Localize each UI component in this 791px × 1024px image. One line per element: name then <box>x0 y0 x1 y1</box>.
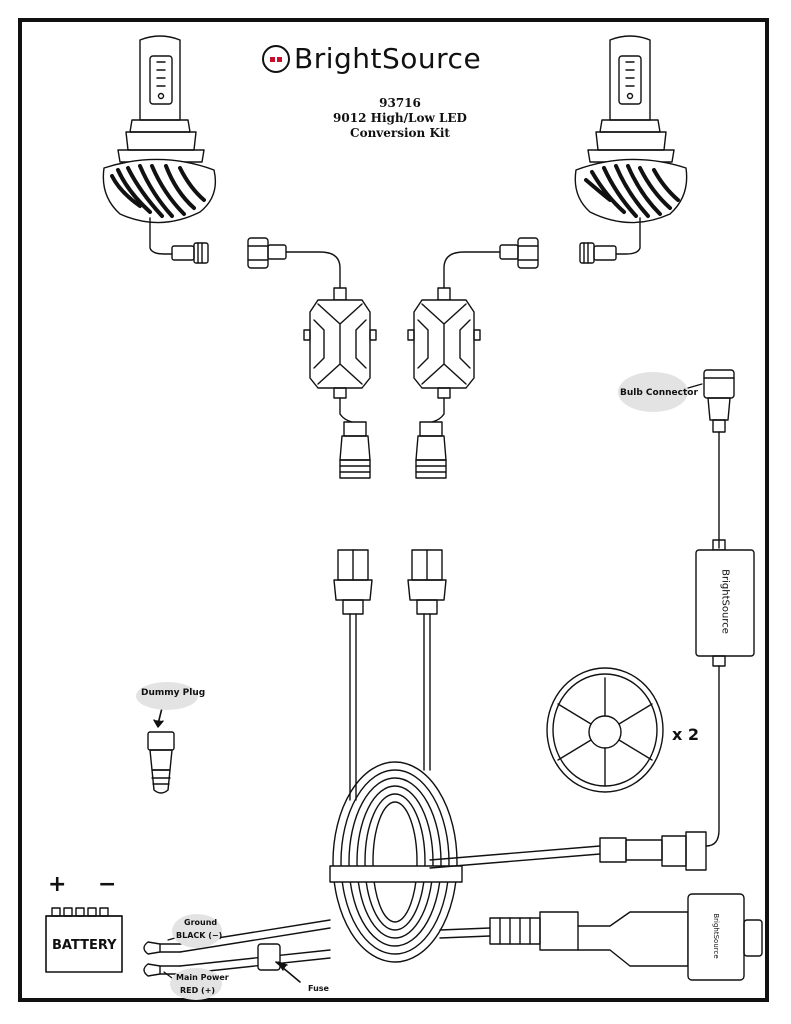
product-line-1: 9012 High/Low LED <box>333 111 467 125</box>
part-number: 93716 <box>379 96 421 110</box>
main-power-label: Main Power <box>176 973 229 982</box>
brand-name: BrightSource <box>294 42 482 75</box>
black-wire-label: BLACK (−) <box>176 931 223 940</box>
main-harness <box>143 549 763 983</box>
battery-minus-label: − <box>98 872 117 897</box>
led-bulb-left <box>102 35 217 264</box>
bulb-connector-assembly <box>695 369 755 847</box>
brand-logo: BrightSource <box>262 42 481 75</box>
led-bulb-right <box>574 35 688 264</box>
battery-label: BATTERY <box>52 938 117 953</box>
main-power-bubble <box>170 968 222 1000</box>
red-wire-label: RED (+) <box>180 986 216 995</box>
bulb-connector-label: Bulb Connector <box>620 388 698 398</box>
product-line-2: Conversion Kit <box>350 126 450 140</box>
dummy-plug-label: Dummy Plug <box>141 688 206 698</box>
bulb-connector-bubble <box>618 372 688 412</box>
module-brand-label: BrightSource <box>712 913 720 959</box>
ground-label: Ground <box>184 918 218 927</box>
dummy-plug <box>147 707 175 794</box>
decoder-right <box>407 237 539 479</box>
fuse-label: Fuse <box>308 984 329 993</box>
dust-cover <box>546 667 664 793</box>
decoder-left <box>247 237 377 479</box>
brand-logo-mark <box>262 44 290 73</box>
diagram-frame <box>18 18 769 1002</box>
battery-plus-label: + <box>48 872 67 897</box>
battery <box>45 907 123 973</box>
ground-bubble <box>172 914 222 948</box>
relay-brand-label: BrightSource <box>719 569 731 634</box>
quantity-label: x 2 <box>672 725 700 744</box>
dummy-plug-bubble <box>136 682 198 710</box>
